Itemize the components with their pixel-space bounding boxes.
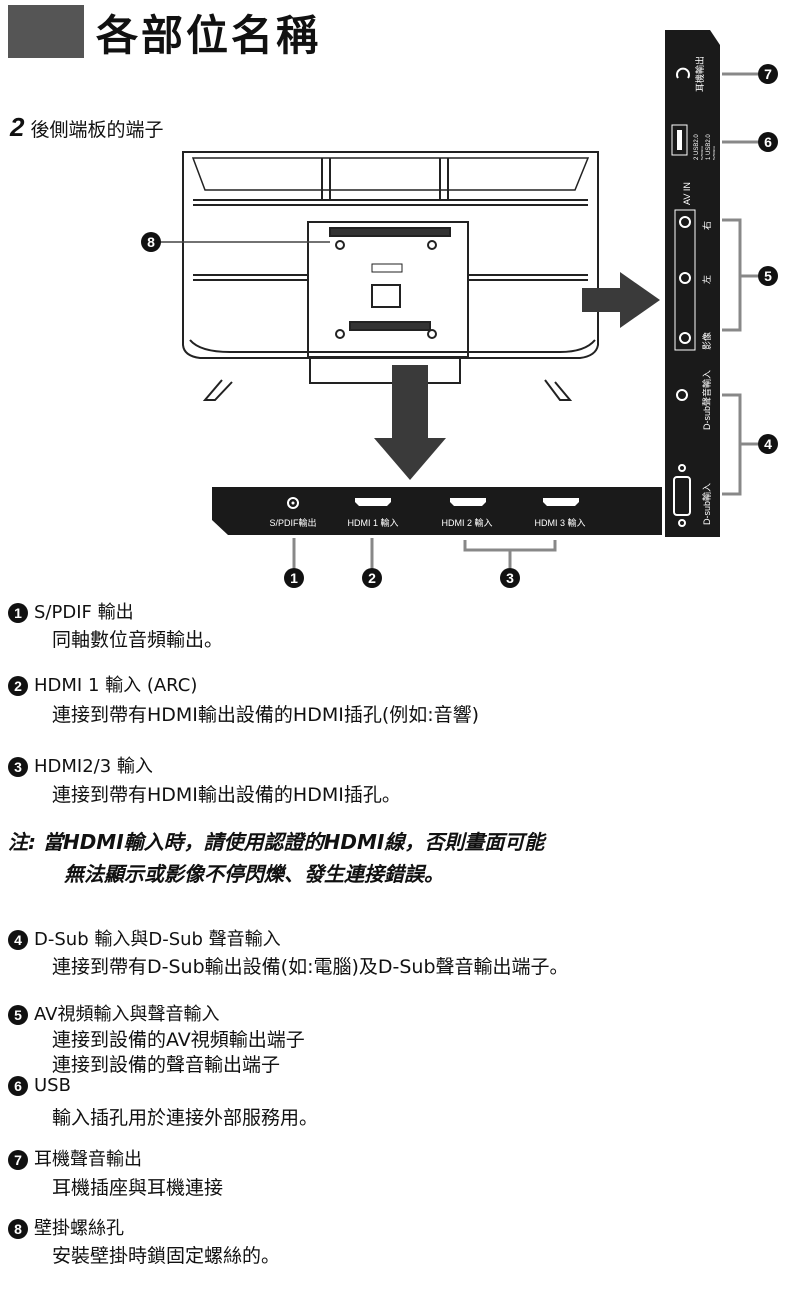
bottom-terminal-panel: S/PDIF輸出 HDMI 1 輸入 HDMI 2 輸入 HDMI 3 輸入 bbox=[212, 487, 662, 535]
svg-text:3: 3 bbox=[506, 570, 514, 586]
note: 注: 當HDMI輸入時，請使用認證的HDMI線，否則畫面可能 bbox=[8, 830, 545, 854]
header-block bbox=[8, 5, 84, 58]
svg-text:右: 右 bbox=[701, 221, 712, 230]
svg-text:1 USB2.0: 1 USB2.0 bbox=[706, 134, 712, 160]
arrow-right-icon bbox=[582, 272, 660, 328]
item-4-desc: 連接到帶有D-Sub輸出設備(如:電腦)及D-Sub聲音輸出端子。 bbox=[52, 956, 569, 978]
item-3-desc: 連接到帶有HDMI輸出設備的HDMI插孔。 bbox=[52, 784, 401, 806]
item-7-desc: 耳機插座與耳機連接 bbox=[52, 1177, 224, 1199]
section-number: 2 bbox=[10, 112, 25, 142]
svg-text:5V/500mA: 5V/500mA bbox=[712, 146, 716, 160]
headphone-icon bbox=[676, 67, 690, 79]
arrow-down-icon bbox=[374, 365, 446, 480]
item-2-desc: 連接到帶有HDMI輸出設備的HDMI插孔(例如:音響) bbox=[52, 704, 480, 726]
dsub-audio-label: D-sub聲音輸入 bbox=[701, 370, 712, 430]
svg-text:6: 6 bbox=[764, 134, 772, 150]
section-heading: 2 後側端板的端子 bbox=[10, 112, 164, 143]
svg-text:1: 1 bbox=[290, 570, 298, 586]
svg-text:8: 8 bbox=[147, 234, 155, 250]
callout-2 bbox=[362, 568, 382, 588]
av-in-label: AV IN bbox=[682, 182, 692, 205]
svg-text:5: 5 bbox=[764, 268, 772, 284]
item-1-desc: 同軸數位音頻輸出。 bbox=[52, 629, 224, 651]
hdmi1-label: HDMI 1 輸入 bbox=[347, 517, 398, 528]
svg-text:7: 7 bbox=[764, 66, 772, 82]
item-5-desc: 連接到設備的AV視頻輸出端子 bbox=[52, 1029, 305, 1051]
svg-text:4: 4 bbox=[764, 436, 772, 452]
section-title: 後側端板的端子 bbox=[30, 119, 164, 141]
callout-8 bbox=[141, 232, 161, 252]
rear-panel-diagram: 8 S/PDIF輸出 HDMI 1 輸入 HDMI 2 輸入 HDMI 3 輸入… bbox=[141, 30, 778, 588]
svg-text:左: 左 bbox=[701, 275, 712, 284]
callout-1 bbox=[284, 568, 304, 588]
note-line2: 無法顯示或影像不停閃爍、發生連接錯誤。 bbox=[64, 862, 444, 886]
svg-text:5V/500mA: 5V/500mA bbox=[700, 146, 704, 160]
headphone-label: 耳機輸出 bbox=[694, 56, 705, 92]
svg-text:2: 2 bbox=[368, 570, 376, 586]
page-title: 各部位名稱 bbox=[96, 11, 322, 60]
tv-rear-illustration bbox=[182, 151, 599, 401]
item-6-desc: 輸入插孔用於連接外部服務用。 bbox=[52, 1107, 319, 1129]
svg-text:影像: 影像 bbox=[701, 332, 712, 350]
dsub-label: D-sub輸入 bbox=[701, 483, 712, 525]
svg-text:2 USB2.0: 2 USB2.0 bbox=[694, 134, 700, 160]
side-terminal-panel: 耳機輸出 2 USB2.0 5V/500mA 1 USB2.0 5V/500mA… bbox=[665, 30, 720, 537]
item-8-desc: 安裝壁掛時鎖固定螺絲的。 bbox=[52, 1245, 281, 1267]
callout-3 bbox=[500, 568, 520, 588]
hdmi3-label: HDMI 3 輸入 bbox=[534, 517, 585, 528]
spdif-label: S/PDIF輸出 bbox=[269, 517, 316, 528]
item-5-desc-2: 連接到設備的聲音輸出端子 bbox=[52, 1054, 281, 1076]
hdmi2-label: HDMI 2 輸入 bbox=[441, 517, 492, 528]
